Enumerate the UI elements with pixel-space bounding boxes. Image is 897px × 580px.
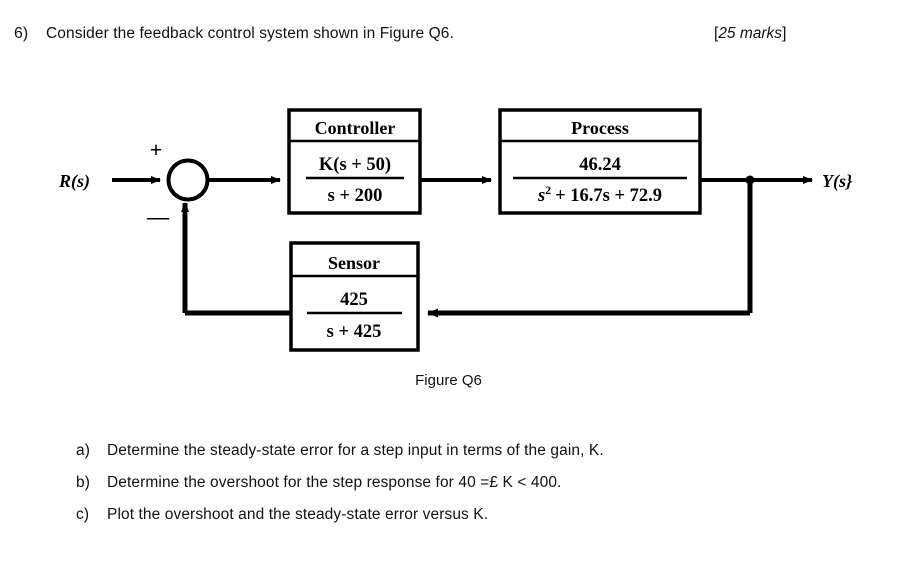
block-controller-title: Controller — [315, 118, 396, 138]
subquestion-a: a) Determine the steady-state error for … — [76, 442, 866, 474]
summing-minus-sign: — — [146, 204, 170, 229]
block-controller: Controller K(s + 50) s + 200 — [287, 108, 422, 215]
subquestion-a-marker: a) — [76, 442, 90, 459]
block-sensor-numerator: 425 — [340, 290, 368, 310]
marks-bracket-close: ] — [782, 25, 787, 42]
marks-value: 25 marks — [718, 25, 783, 42]
subquestion-b-text: Determine the overshoot for the step res… — [107, 474, 562, 491]
subquestion-a-text: Determine the steady-state error for a s… — [107, 442, 604, 459]
block-sensor: Sensor 425 s + 425 — [289, 241, 420, 352]
subquestion-c-text: Plot the overshoot and the steady-state … — [107, 506, 489, 523]
block-controller-numerator: K(s + 50) — [319, 155, 391, 175]
summing-junction — [166, 158, 210, 202]
subquestion-b-marker: b) — [76, 474, 90, 491]
block-process-denominator-base: s — [537, 186, 545, 206]
block-sensor-denominator: s + 425 — [327, 322, 382, 342]
marks-note: [25 marks] — [714, 25, 786, 43]
block-controller-denominator: s + 200 — [328, 186, 383, 206]
input-signal-label: R(s) — [58, 171, 90, 192]
marks-bracket-open: [ — [714, 25, 719, 42]
subquestion-b: b) Determine the overshoot for the step … — [76, 474, 866, 506]
block-process-denominator-exponent: 2 — [545, 183, 551, 197]
block-process-title: Process — [571, 118, 629, 138]
block-sensor-title: Sensor — [328, 253, 380, 273]
block-process-denominator-rest: + 16.7s + 72.9 — [555, 186, 662, 206]
block-process-denominator: s2 + 16.7s + 72.9 — [537, 183, 662, 206]
question-number: 6) — [14, 25, 29, 42]
block-process: Process 46.24 s2 + 16.7s + 72.9 — [498, 108, 702, 215]
block-diagram: + — R(s) Y(s} Controller K(s + 50) s + 2… — [0, 90, 897, 370]
subquestion-c-marker: c) — [76, 506, 90, 523]
question-stem: Consider the feedback control system sho… — [46, 25, 454, 42]
block-process-numerator: 46.24 — [579, 155, 621, 175]
question-header: 6) Consider the feedback control system … — [14, 25, 884, 51]
summing-plus-sign: + — [150, 137, 163, 162]
output-signal-label: Y(s} — [822, 171, 853, 192]
subquestion-list: a) Determine the steady-state error for … — [76, 442, 866, 538]
figure-caption: Figure Q6 — [415, 372, 482, 389]
subquestion-c: c) Plot the overshoot and the steady-sta… — [76, 506, 866, 538]
